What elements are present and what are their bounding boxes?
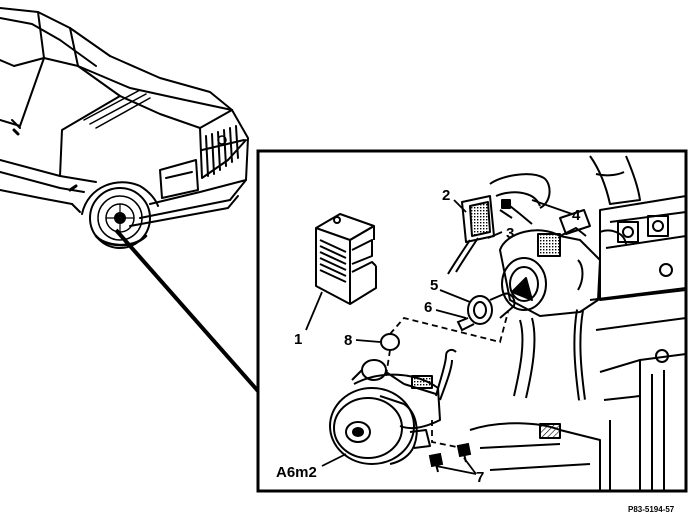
callout-5: 5 — [430, 277, 438, 294]
o-ring — [380, 333, 400, 351]
hose-clamp — [456, 292, 516, 332]
location-leader-line — [114, 228, 260, 393]
callout-3: 3 — [506, 225, 514, 242]
figure-reference-code: P83-5194-57 — [628, 505, 675, 514]
callout-leaders — [305, 199, 573, 475]
callout-1: 1 — [294, 331, 302, 348]
air-injection-valve — [489, 173, 627, 317]
callout-8: 8 — [344, 332, 352, 349]
air-pump-a6m2 — [329, 348, 457, 465]
callout-6: 6 — [424, 299, 432, 316]
callout-7: 7 — [476, 469, 484, 486]
car-illustration — [0, 7, 249, 249]
callout-a6m2: A6m2 — [276, 464, 317, 481]
control-module — [315, 213, 377, 305]
electrical-connector — [447, 195, 495, 275]
callout-4: 4 — [572, 207, 581, 224]
callout-2: 2 — [442, 187, 450, 204]
